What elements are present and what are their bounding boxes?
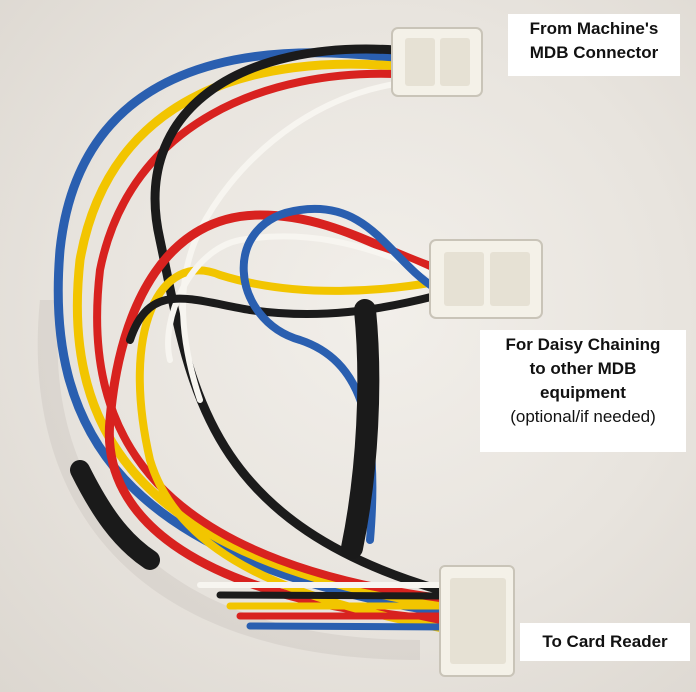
middle-connector (429, 239, 543, 319)
bottom-bundle (197, 582, 454, 631)
label-mid-line-3: equipment (540, 383, 626, 402)
shadow (37, 300, 420, 660)
label-mid-line-2: to other MDB (529, 359, 637, 378)
label-top-line-2: MDB Connector (529, 43, 659, 62)
label-mid-line-1: For Daisy Chaining (505, 335, 661, 354)
label-mid-line-4: (optional/if needed) (510, 407, 656, 426)
label-daisy-chaining: For Daisy Chaining to other MDB equipmen… (480, 330, 686, 452)
label-top-line-1: From Machine's (529, 19, 659, 38)
label-to-card-reader: To Card Reader (520, 623, 690, 661)
label-from-machine-connector: From Machine's MDB Connector (508, 14, 680, 76)
top-connector (391, 27, 483, 97)
bottom-connector (439, 565, 515, 677)
label-bottom-text: To Card Reader (542, 632, 668, 651)
heat-shrink-sleeve-right (341, 299, 380, 559)
heat-shrink-sleeve-left (70, 460, 160, 570)
